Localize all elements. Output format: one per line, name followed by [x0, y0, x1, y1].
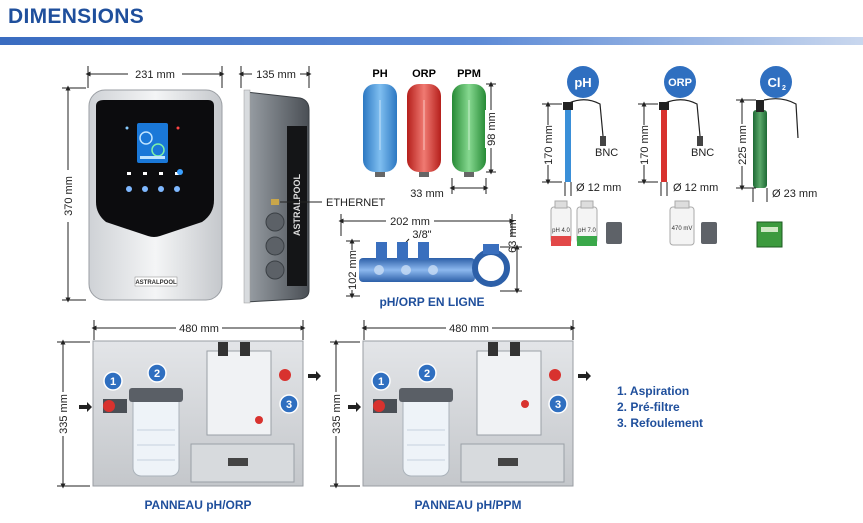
probe-diameter-label: 33 mm: [410, 188, 444, 200]
legend-item-prefilter: 2. Pré-filtre: [617, 400, 680, 414]
panel-right-outlet-arrow-icon: [578, 371, 591, 381]
panel-left-prefilter: [132, 391, 180, 477]
inline-pipe-label: 63 mm: [507, 219, 519, 253]
controller-height-label: 370 mm: [63, 176, 75, 216]
cl2-badge-subscript: 2: [782, 85, 786, 92]
cl2-length-label: 225 mm: [737, 125, 749, 165]
panel-left-outlet-arrow-icon: [308, 371, 321, 381]
cl2-diameter-label: Ø 23 mm: [772, 188, 817, 200]
panel-right-probe-chamber: [476, 350, 542, 436]
probe-orp-label: ORP: [412, 68, 436, 80]
probe-ppm-label: PPM: [457, 68, 481, 80]
page-title: DIMENSIONS: [8, 5, 145, 28]
cl2-badge-label: Cl: [768, 75, 781, 90]
panel-left-outlet-valve-icon: [279, 369, 291, 381]
ph-electrode-rod: [565, 104, 571, 182]
controller-screen: [137, 123, 168, 163]
orp-badge-label: ORP: [668, 77, 692, 89]
controller-brand-label: ASTRALPOOL: [135, 280, 177, 286]
title-divider: [0, 37, 863, 45]
marker-1: [103, 371, 123, 391]
ph7-buffer-label: pH 7.0: [578, 228, 596, 234]
electrode-orp: ORP BNC 170 mm Ø 12 mm 470 mV: [638, 66, 718, 246]
legend: 1. Aspiration 2. Pré-filtre 3. Refouleme…: [617, 384, 703, 430]
orp-badge: [664, 66, 696, 98]
panel-right-caption: PANNEAU pH/PPM: [414, 498, 521, 512]
inline-pipe: [359, 258, 475, 282]
orp-connector-label: BNC: [691, 147, 714, 159]
probe-cartridges: PH ORP PPM 98 mm 33 mm: [363, 68, 498, 200]
panel-right-height-label: 335 mm: [331, 394, 343, 434]
marker-1: [371, 371, 391, 391]
ph-badge-label: pH: [574, 75, 591, 90]
marker-2: [147, 363, 167, 383]
orp-buffer-label: 470 mV: [672, 226, 693, 232]
controller-side: 135 mm ASTRALPOOL ETHERNET: [238, 66, 386, 304]
ethernet-label: ETHERNET: [326, 197, 386, 209]
legend-item-aspiration: 1. Aspiration: [617, 384, 689, 398]
marker-1-label: 1: [110, 376, 116, 388]
controller-key-icon: [158, 186, 164, 192]
orp-length-label: 170 mm: [639, 125, 651, 165]
probe-ph-label: PH: [372, 68, 387, 80]
inline-clamp: [472, 249, 510, 287]
controller-face: [96, 100, 214, 237]
inline-length-label: 202 mm: [390, 216, 430, 228]
ph-badge: [567, 66, 599, 98]
electrode-cl2: Cl 2 225 mm Ø 23 mm: [736, 66, 817, 248]
marker-3-label: 3: [555, 399, 561, 411]
panel-ph-orp: 480 mm 335 mm 1 2 3 PANNEAU pH/ORP: [57, 320, 321, 512]
panel-left-caption: PANNEAU pH/ORP: [144, 498, 251, 512]
orp-bnc-connector-icon: [697, 136, 703, 146]
inline-probe-holder: 202 mm 3/8" 102 mm 63 mm pH/ORP EN LIGNE: [338, 214, 522, 309]
controller-depth-label: 135 mm: [256, 69, 296, 81]
ph-diameter-label: Ø 12 mm: [576, 182, 621, 194]
marker-3: [279, 394, 299, 414]
electrode-ph: pH BNC 170 mm Ø 12 mm pH 4.0 pH 7.0: [542, 66, 622, 246]
marker-2-label: 2: [154, 368, 160, 380]
controller-front: 231 mm 370 mm ASTRALPOOL: [62, 66, 225, 303]
panel-right-width-label: 480 mm: [449, 323, 489, 335]
cl2-electrode-body: [753, 110, 767, 188]
orp-diameter-label: Ø 12 mm: [673, 182, 718, 194]
legend-item-refoulement: 3. Refoulement: [617, 416, 703, 430]
marker-2-label: 2: [424, 368, 430, 380]
orp-electrode-rod: [661, 104, 667, 182]
panel-ph-ppm: 480 mm 335 mm 1 2 3 PANNEAU pH/PPM: [330, 320, 591, 512]
controller-key-icon: [174, 186, 180, 192]
panel-right-inlet-arrow-icon: [348, 402, 361, 412]
controller-key-icon: [126, 186, 132, 192]
panel-left-height-label: 335 mm: [58, 394, 70, 434]
probe-height-label: 98 mm: [486, 112, 498, 146]
orp-adapter-icon: [701, 222, 717, 244]
panel-left-inlet-valve-icon: [103, 400, 115, 412]
panel-left-inlet-arrow-icon: [79, 402, 92, 412]
cl2-badge: [760, 66, 792, 98]
marker-2: [417, 363, 437, 383]
controller-key-icon: [142, 186, 148, 192]
inline-caption: pH/ORP EN LIGNE: [379, 295, 484, 309]
panel-right-inlet-valve-icon: [373, 400, 385, 412]
panel-left-markers: 1 2 3: [103, 363, 299, 414]
marker-3: [548, 394, 568, 414]
marker-3-label: 3: [286, 399, 292, 411]
ph-bnc-connector-icon: [600, 136, 606, 146]
inline-thread-label: 3/8": [412, 229, 431, 241]
ph-connector-label: BNC: [595, 147, 618, 159]
panel-right-outlet-valve-icon: [549, 369, 561, 381]
ph4-buffer-label: pH 4.0: [552, 228, 570, 234]
ph-length-label: 170 mm: [543, 125, 555, 165]
marker-1-label: 1: [378, 376, 384, 388]
cl2-reagent-sachet: [756, 221, 783, 248]
controller-width-label: 231 mm: [135, 69, 175, 81]
panel-right-prefilter: [402, 391, 450, 477]
ethernet-port-icon: [271, 199, 279, 205]
inline-height-label: 102 mm: [347, 250, 359, 290]
panel-left-width-label: 480 mm: [179, 323, 219, 335]
panel-right-markers: 1 2 3: [371, 363, 568, 414]
controller-side-brand: ASTRALPOOL: [292, 173, 302, 236]
ph-adapter-icon: [606, 222, 622, 244]
